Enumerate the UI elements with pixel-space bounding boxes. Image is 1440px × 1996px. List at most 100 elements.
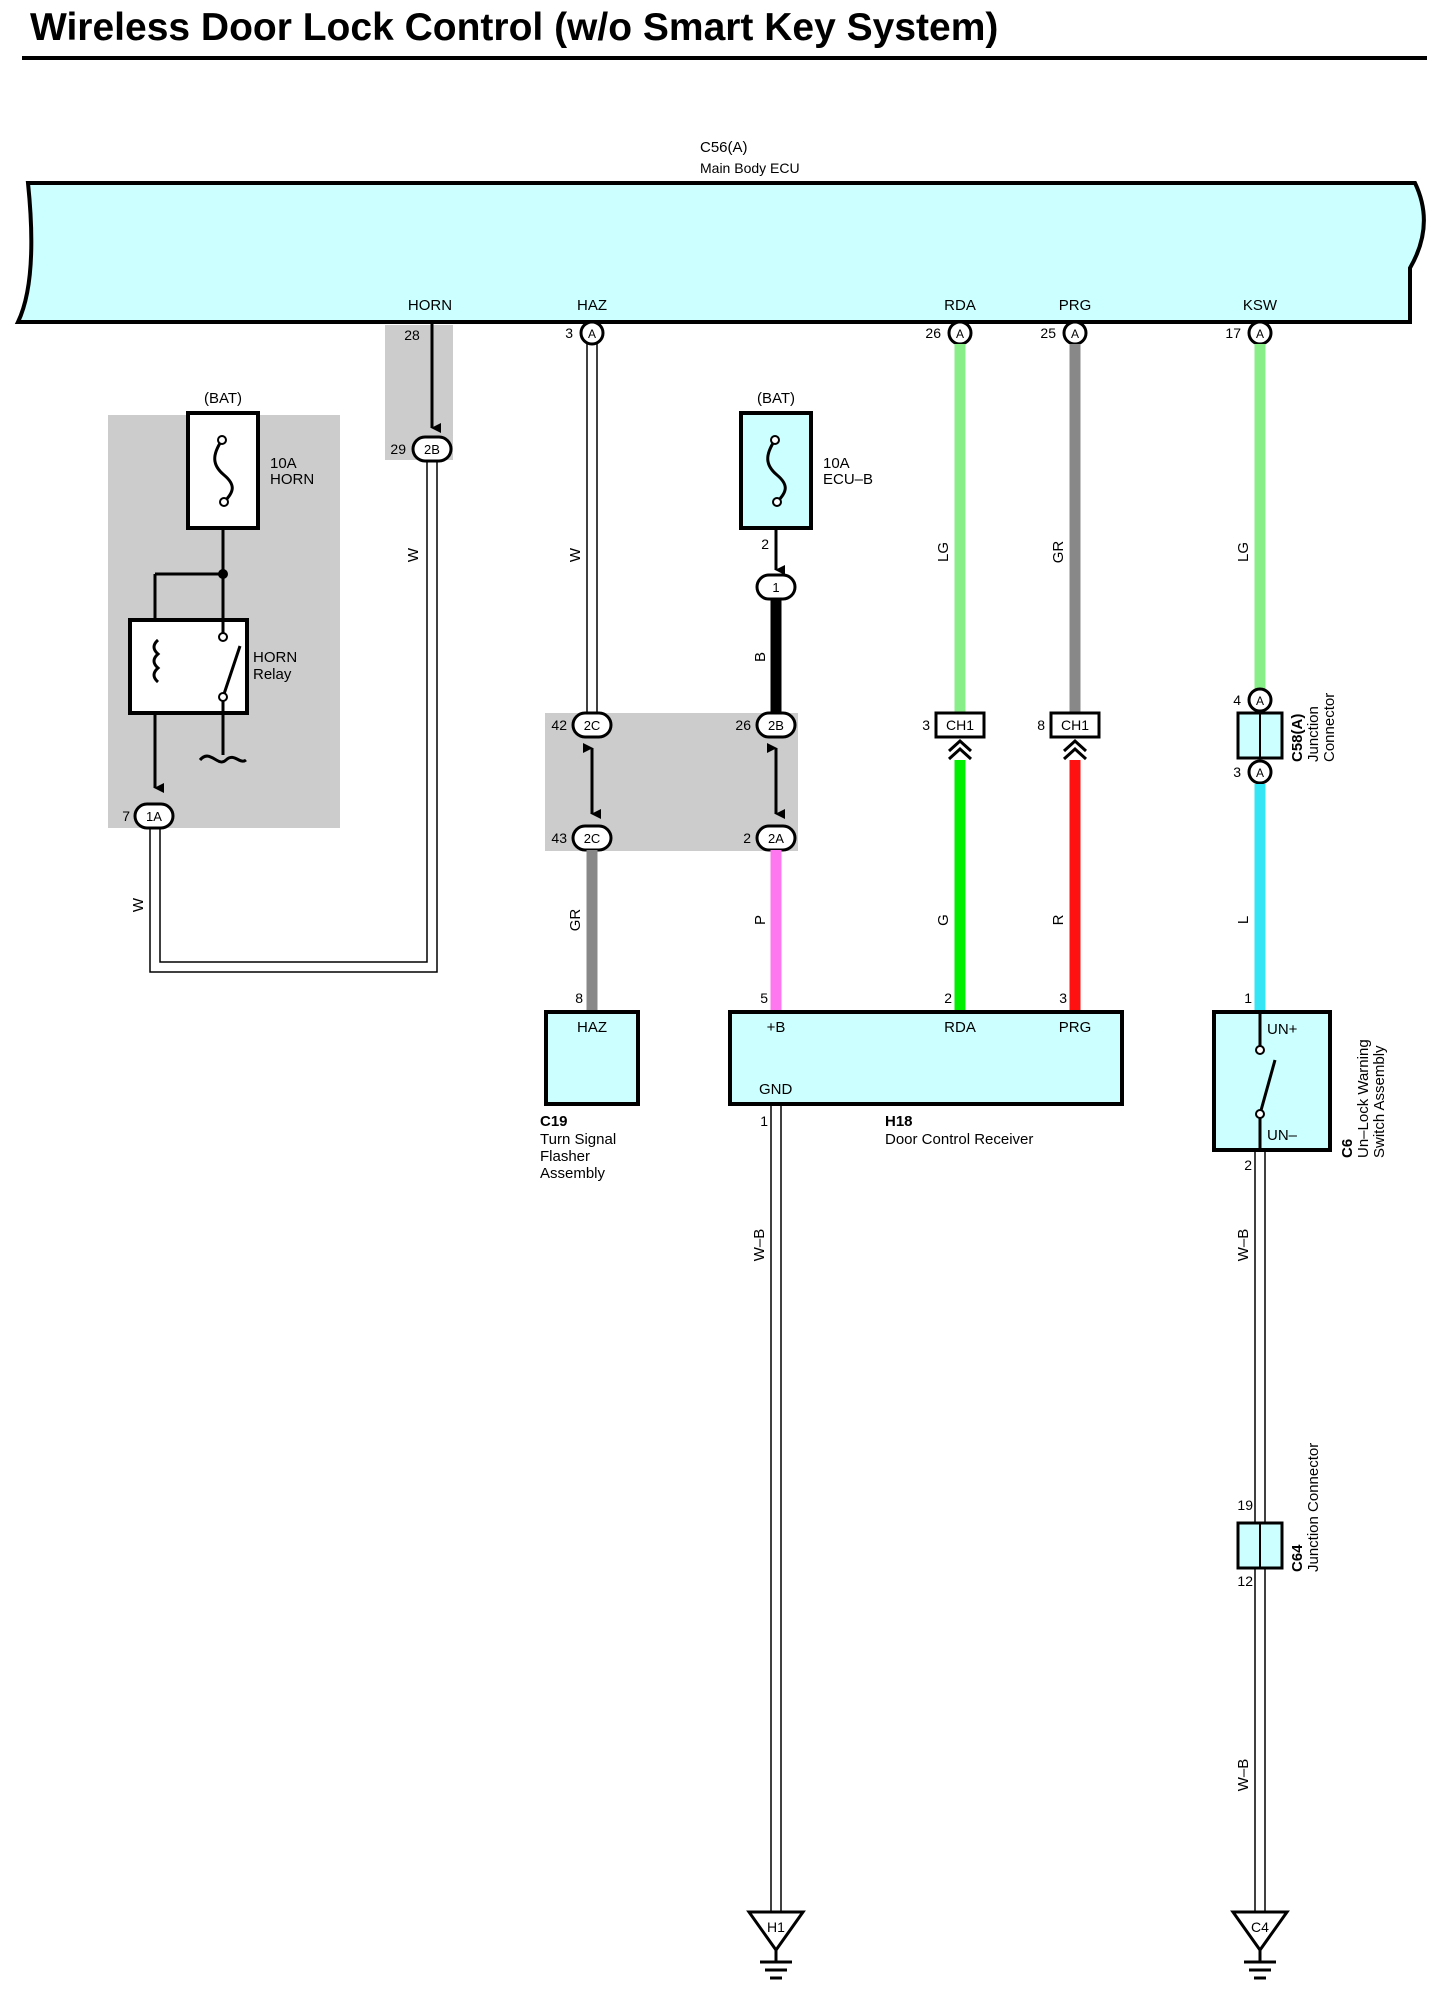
wire-label-relay-w: W [130,897,147,912]
svg-text:Junction: Junction [1305,706,1322,762]
ecu-pin-labels: HORN HAZ RDA PRG KSW [408,297,1278,314]
wire-label-sw-wb1: W–B [1235,1229,1252,1262]
wire-label-ksw-lg: LG [1235,542,1252,562]
wire-label-haz-w: W [567,547,584,562]
svg-text:2: 2 [743,830,751,846]
c19-code: C19 [540,1113,568,1130]
svg-text:1: 1 [1244,990,1252,1006]
connector-2c-42 [571,711,613,739]
svg-text:2B: 2B [768,718,784,733]
svg-text:A: A [1071,327,1079,341]
svg-text:17: 17 [1225,325,1241,341]
svg-text:H1: H1 [767,1919,785,1935]
ecu-name: Main Body ECU [700,160,800,176]
wire-label-rda-lg: LG [935,542,952,562]
svg-text:2C: 2C [584,718,601,733]
connector-ch1-rda [934,711,986,739]
door-control-receiver-box [728,1010,1124,1106]
ecu-pin-rda: RDA [944,297,976,314]
connector-2b-horn-pin: 29 [390,441,406,457]
connector-1a-pin: 7 [122,808,130,824]
connector-1a-label: 1A [146,809,162,824]
svg-text:3: 3 [922,717,930,733]
svg-text:A: A [956,327,964,341]
svg-text:Assembly: Assembly [540,1165,606,1182]
fuse-icon [766,439,787,504]
svg-text:2: 2 [1244,1157,1252,1173]
connector-2b-horn [411,435,453,463]
svg-text:HAZ: HAZ [577,1019,607,1036]
c6-code: C6 [1339,1139,1356,1158]
svg-text:Un–Lock Warning: Un–Lock Warning [1355,1039,1372,1158]
svg-text:2C: 2C [584,831,601,846]
c58-code: C58(A) [1289,714,1306,762]
svg-text:Switch Assembly: Switch Assembly [1371,1045,1388,1158]
horn-icon [198,754,247,764]
svg-text:8: 8 [1037,717,1045,733]
wire-label-ksw-l: L [1235,916,1252,924]
svg-text:1: 1 [772,580,779,595]
svg-text:CH1: CH1 [1061,717,1089,733]
svg-text:UN–: UN– [1267,1127,1298,1144]
switch-icon [1258,1059,1277,1115]
h18-name: Door Control Receiver [885,1131,1033,1148]
connector-2b-horn-label: 2B [424,442,440,457]
svg-text:A: A [1256,766,1264,780]
svg-text:Connector: Connector [1321,693,1338,762]
svg-text:PRG: PRG [1059,1019,1092,1036]
svg-text:A: A [588,327,596,341]
c64-code: C64 [1289,1544,1306,1572]
horn-bat-label: (BAT) [204,390,242,407]
svg-text:4: 4 [1233,692,1241,708]
svg-text:2A: 2A [768,831,784,846]
svg-text:Turn Signal: Turn Signal [540,1131,616,1148]
svg-text:19: 19 [1237,1497,1253,1513]
svg-text:1: 1 [760,1113,768,1129]
ecub-fuse-box [739,411,813,530]
svg-text:UN+: UN+ [1267,1021,1298,1038]
title-underline [22,56,1427,60]
rda-circuit: 26 A LG CH1 3 G 2 [922,320,986,1012]
relay-label-2: Relay [253,666,292,683]
ecu-pin-horn: HORN [408,297,452,314]
svg-text:2: 2 [761,536,769,552]
connector-2b-26 [755,711,797,739]
ecu-pin-ksw: KSW [1243,297,1278,314]
horn-fuse-box [186,411,260,530]
ecu-terminal-haz [579,320,605,346]
svg-text:12: 12 [1237,1573,1253,1589]
turn-signal-flasher-box [544,1010,640,1106]
horn-fuse-amp: 10A [270,455,297,472]
horn-circuit: (BAT) 10A HORN HORN Relay 1A 7 W W 28 [122,322,453,973]
relay-switch-icon [221,645,242,698]
connector-ch1-prg [1049,711,1101,739]
haz-pin-3: 3 [565,325,573,341]
svg-text:26: 26 [925,325,941,341]
ecu-code: C56(A) [700,139,748,156]
wire-label-haz-gr: GR [567,909,584,932]
svg-text:ECU–B: ECU–B [823,471,873,488]
unlock-warning-switch-box [1212,1010,1332,1152]
svg-text:26: 26 [735,717,751,733]
svg-text:+B: +B [767,1019,786,1036]
wire-label-b: B [752,652,769,662]
wire-label-p: P [752,915,769,925]
prg-circuit: 25 A GR CH1 8 R 3 [1037,320,1101,1012]
svg-text:5: 5 [760,990,768,1006]
h18-code: H18 [885,1113,913,1130]
svg-text:2: 2 [944,990,952,1006]
wire-label-sw-wb2: W–B [1235,1759,1252,1792]
svg-text:C4: C4 [1251,1919,1269,1935]
svg-text:10A: 10A [823,455,850,472]
ecu-pin-prg: PRG [1059,297,1092,314]
horn-pin-28: 28 [404,327,420,343]
fuse-icon [213,439,234,504]
svg-text:8: 8 [575,990,583,1006]
wire-label-gnd-wb: W–B [751,1229,768,1262]
relay-coil-icon [152,638,161,684]
horn-fuse-name: HORN [270,471,314,488]
main-body-ecu: C56(A) Main Body ECU [14,139,1426,324]
door-control-receiver: +B RDA PRG GND 1 H18 Door Control Receiv… [728,1010,1124,1980]
svg-text:RDA: RDA [944,1019,976,1036]
